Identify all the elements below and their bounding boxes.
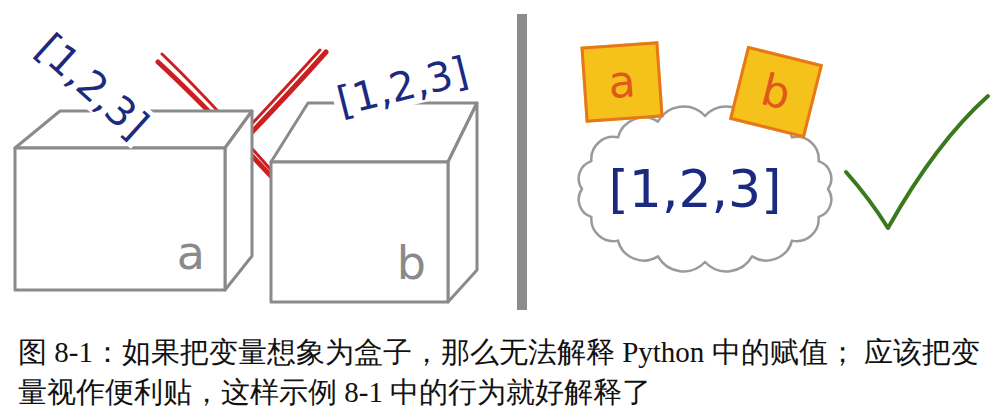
- figure-caption: 图 8-1：如果把变量想象为盒子，那么无法解释 Python 中的赋值； 应该把…: [18, 332, 986, 412]
- box-b: b: [268, 100, 480, 306]
- box-side: [448, 103, 477, 302]
- check-mark: [846, 96, 988, 228]
- box-outline: [271, 103, 477, 302]
- box-front: [15, 148, 225, 290]
- sticky-note-a: a: [580, 41, 663, 122]
- variable-name: b: [757, 67, 795, 116]
- box-side: [225, 111, 252, 290]
- variable-name: a: [607, 59, 637, 105]
- panel-divider: [517, 14, 527, 310]
- box-b-shape: [268, 100, 480, 306]
- cloud-value: [1,2,3]: [609, 163, 782, 215]
- variable-name: a: [177, 230, 205, 276]
- cloud-outline: [579, 107, 832, 272]
- box-front: [271, 162, 448, 302]
- variable-name: b: [397, 240, 426, 286]
